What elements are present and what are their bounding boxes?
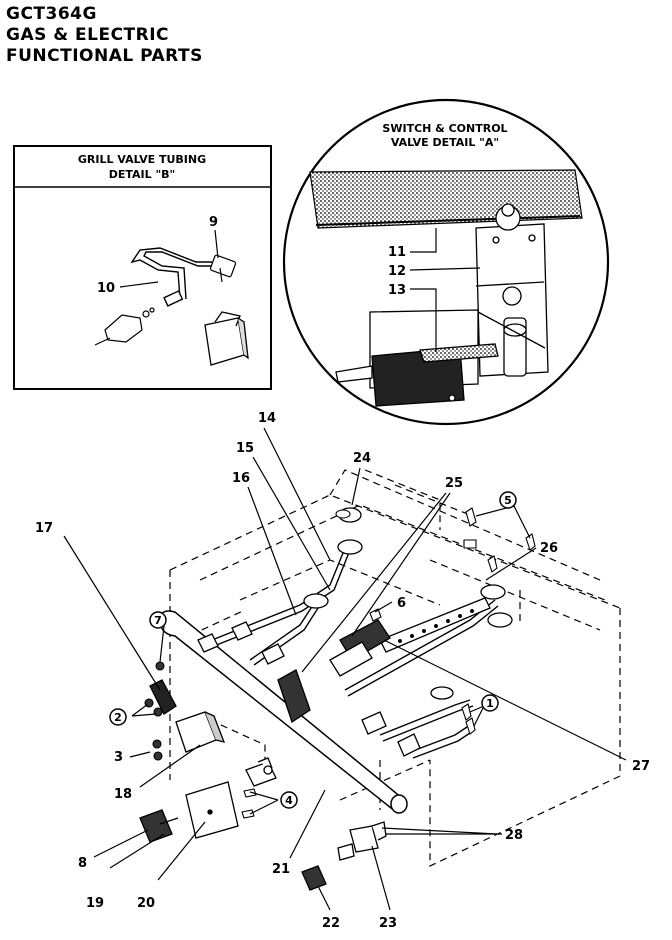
spark-module [175,711,226,753]
orifice-cap [301,865,327,891]
label-14: 14 [258,411,276,426]
detail-a-heading-1: SWITCH & CONTROL [382,122,507,135]
svg-text:4: 4 [285,794,293,807]
part-labels: 14 15 16 17 24 25 26 6 27 3 18 8 19 20 2… [35,411,650,931]
circled-label-4: 4 [280,791,298,809]
detail-a-panel: SWITCH & CONTROL VALVE DETAIL "A" 11 [282,98,610,426]
label-25: 25 [445,476,463,491]
circled-label-2: 2 [109,708,127,726]
detail-b-valve [94,307,155,346]
model-number: GCT364G [6,4,97,24]
label-6: 6 [397,596,406,611]
svg-text:1: 1 [486,697,494,710]
label-3: 3 [114,750,123,765]
detail-b-bracket [204,311,249,366]
label-11: 11 [388,245,406,260]
leader-lines [63,427,627,911]
grill-valve-tubing [130,247,212,307]
label-17: 17 [35,521,53,536]
label-21: 21 [272,862,290,877]
title-line-2: GAS & ELECTRIC [6,25,170,45]
label-22: 22 [322,916,340,931]
label-16: 16 [232,471,250,486]
svg-text:2: 2 [114,711,122,724]
label-27: 27 [632,759,650,774]
detail-a-heading-2: VALVE DETAIL "A" [391,136,499,149]
detail-b-fitting [209,254,237,283]
label-24: 24 [353,451,371,466]
control-panel-section [309,169,583,229]
svg-text:5: 5 [504,494,512,507]
label-10: 10 [97,281,115,296]
grill-burner [379,597,491,653]
label-20: 20 [137,896,155,911]
label-8: 8 [78,856,87,871]
grill-valve [245,757,277,787]
control-valve-body [475,203,549,377]
svg-text:7: 7 [154,614,162,627]
grill-fitting [337,821,387,861]
mounting-plate [185,781,239,839]
detail-b-heading-2: DETAIL "B" [109,168,176,181]
label-28: 28 [505,828,523,843]
label-13: 13 [388,283,406,298]
detail-b-panel: GRILL VALVE TUBING DETAIL "B" 9 10 [13,145,272,390]
circled-labels: 5 7 2 1 4 [109,491,517,809]
title-line-3: FUNCTIONAL PARTS [6,46,203,66]
label-26: 26 [540,541,558,556]
label-18: 18 [114,787,132,802]
circled-label-1: 1 [481,694,499,712]
label-12: 12 [388,264,406,279]
diagram-title: GCT364G GAS & ELECTRIC FUNCTIONAL PARTS [6,4,203,67]
label-9: 9 [209,215,218,230]
igniter-switch [149,679,177,715]
manifold-pipe [159,610,408,814]
label-15: 15 [236,441,254,456]
label-23: 23 [379,916,397,931]
micro-switch [335,343,499,407]
control-valves [197,619,421,757]
screws-and-nuts [144,507,536,819]
detail-b-heading-1: GRILL VALVE TUBING [78,153,206,166]
circled-label-5: 5 [499,491,517,509]
burner-flanges [303,507,513,700]
circled-label-7: 7 [149,611,167,629]
label-19: 19 [86,896,104,911]
